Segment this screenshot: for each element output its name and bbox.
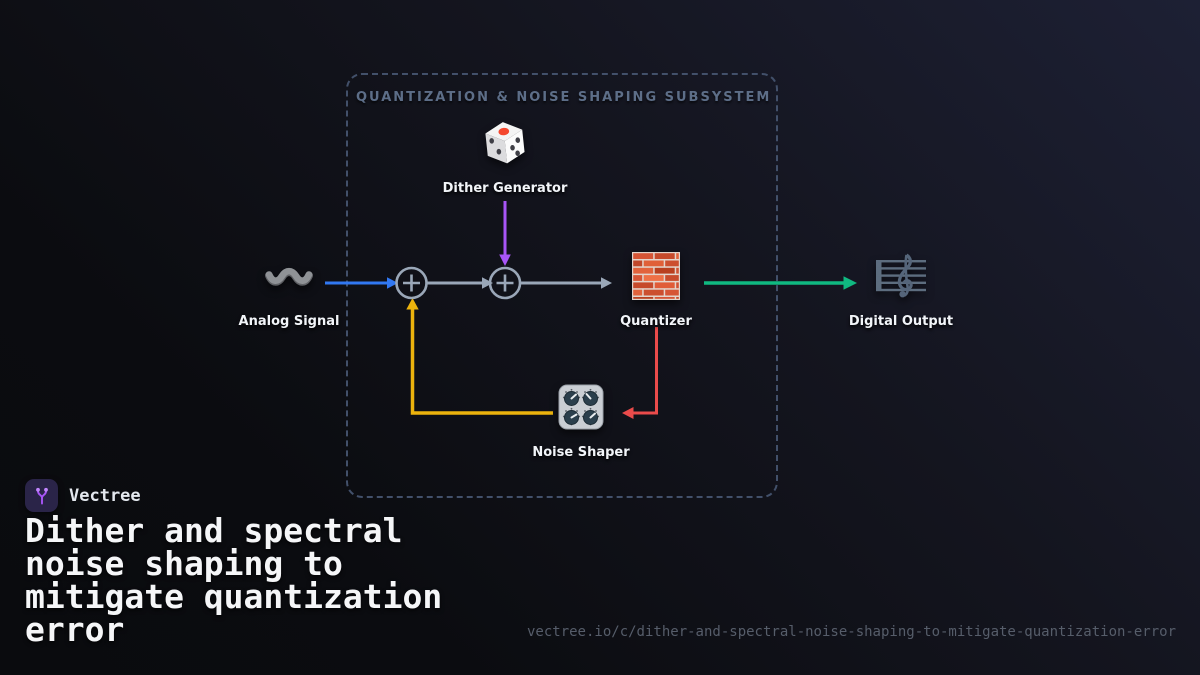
dice-icon xyxy=(481,119,529,171)
page-title: Dither and spectral noise shaping to mit… xyxy=(25,511,443,649)
subsystem-title: QUANTIZATION & NOISE SHAPING SUBSYSTEM xyxy=(356,90,772,105)
card-url: vectree.io/c/dither-and-spectral-noise-s… xyxy=(526,624,1176,640)
arrowhead-quantizer-to-output xyxy=(843,276,857,290)
subsystem-boundary: QUANTIZATION & NOISE SHAPING SUBSYSTEM xyxy=(346,73,778,498)
node-label-dither-generator: Dither Generator xyxy=(442,181,568,196)
control-knobs-icon xyxy=(557,383,605,435)
brand-name: Vectree xyxy=(69,485,141,506)
brand-logo xyxy=(25,479,58,512)
musical-score-icon xyxy=(873,253,929,303)
node-label-quantizer: Quantizer xyxy=(620,314,692,329)
node-label-analog-signal: Analog Signal xyxy=(238,314,340,329)
wave-icon xyxy=(264,265,314,293)
vectree-branch-icon xyxy=(35,487,48,504)
node-label-digital-output: Digital Output xyxy=(848,314,954,329)
node-label-noise-shaper: Noise Shaper xyxy=(532,445,630,460)
brand-row: Vectree xyxy=(25,479,141,512)
brick-wall-icon xyxy=(632,252,680,304)
